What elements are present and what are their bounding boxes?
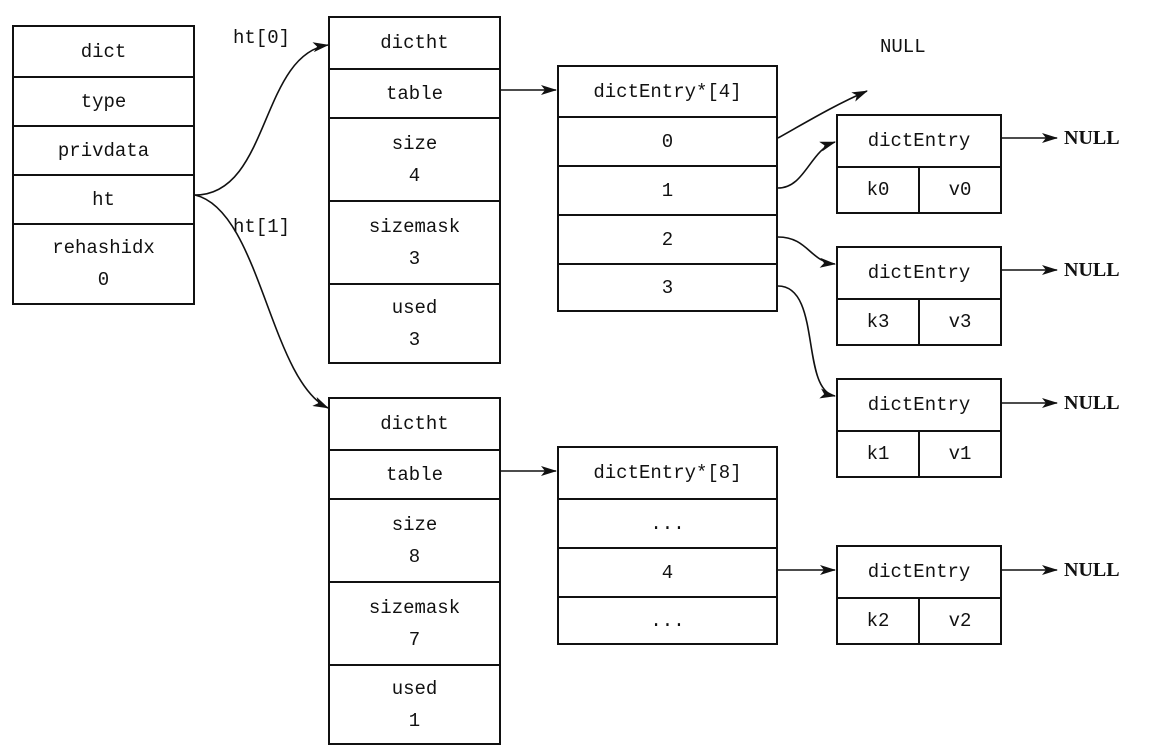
ht0-label: ht[0] (233, 27, 291, 49)
dict-entry-title: dictEntry (838, 380, 1000, 430)
rehashidx-label: rehashidx (52, 237, 155, 259)
dict-entry-title: dictEntry (838, 116, 1000, 166)
table-1-title-text: dictEntry*[8] (593, 462, 742, 484)
table-0-slot-text: 1 (661, 179, 674, 202)
dict-entry-kv: k1 v1 (838, 430, 1000, 476)
table-1: dictEntry*[8] ... 4 ... (557, 446, 778, 645)
dictht-1-size: size 8 (330, 498, 499, 581)
arrow-slot3-entry-k1 (777, 285, 836, 399)
table-1-title: dictEntry*[8] (559, 448, 776, 498)
dictht-1-sizemask-label: sizemask (368, 596, 461, 619)
null-label: NULL (880, 36, 926, 58)
dict-entry-title-text: dictEntry (867, 561, 971, 583)
table-1-slot-text: ... (650, 512, 685, 535)
dict-entry-title: dictEntry (838, 547, 1000, 597)
dict-entry: dictEntry k3 v3 (836, 246, 1002, 346)
rehashidx-value: 0 (97, 269, 110, 291)
table-1-slot-text: ... (650, 609, 685, 632)
dictht-0-used-label: used (391, 296, 438, 319)
table-0-title-text: dictEntry*[4] (593, 80, 742, 103)
table-1-slot-text: 4 (661, 561, 674, 584)
dictht-1-sizemask-value: 7 (408, 628, 421, 651)
dictht-0-title-text: dictht (380, 32, 449, 54)
table-0-slot-text: 2 (661, 228, 674, 251)
dict-entry-value: v2 (918, 599, 1000, 643)
dictht-0-sizemask: sizemask 3 (330, 200, 499, 283)
dict-entry-title-text: dictEntry (867, 262, 971, 284)
null-label: NULL (1064, 392, 1120, 414)
dictht-0-table: table (330, 68, 499, 117)
null-label: NULL (1064, 259, 1120, 281)
dict-entry-title-text: dictEntry (867, 394, 971, 416)
null-label: NULL (1064, 559, 1120, 581)
dictht-1-size-label: size (391, 513, 438, 536)
dictht-1-used-label: used (391, 677, 438, 700)
dictht-0-size-value: 4 (408, 164, 421, 187)
dictht-1-size-value: 8 (408, 545, 421, 568)
arrow-slot0-null (777, 90, 868, 139)
dict-ht-text: ht (92, 188, 115, 211)
table-0-slot: 2 (559, 214, 776, 263)
dict-privdata: privdata (14, 125, 193, 174)
dict-entry: dictEntry k0 v0 (836, 114, 1002, 214)
dict-struct: dict type privdata ht rehashidx 0 (12, 25, 195, 305)
dict-entry-key: k0 (866, 179, 890, 201)
table-0-slot: 3 (559, 263, 776, 310)
dict-title: dict (14, 27, 193, 76)
dictht-1-table: table (330, 449, 499, 498)
dict-entry-key: k1 (866, 443, 890, 465)
dictht-0-used: used 3 (330, 283, 499, 362)
table-0-slot-text: 3 (661, 276, 674, 299)
arrow-ht-to-ht1 (194, 194, 329, 409)
dictht-0: dictht table size 4 sizemask 3 used 3 (328, 16, 501, 364)
table-1-slot: ... (559, 596, 776, 643)
dictht-0-sizemask-value: 3 (408, 247, 421, 270)
dict-entry-kv: k0 v0 (838, 166, 1000, 212)
dict-entry: dictEntry k1 v1 (836, 378, 1002, 478)
dictht-0-table-text: table (385, 82, 443, 105)
dictht-0-used-value: 3 (408, 328, 421, 351)
dict-ht: ht (14, 174, 193, 223)
dict-type-text: type (80, 90, 127, 113)
dictht-1-title-text: dictht (380, 413, 449, 435)
dictht-1: dictht table size 8 sizemask 7 used 1 (328, 397, 501, 745)
dictht-0-size-label: size (391, 132, 438, 155)
table-1-slot: ... (559, 498, 776, 547)
arrow-ht-to-ht0 (194, 42, 329, 196)
ht1-label: ht[1] (233, 216, 291, 238)
dictht-1-title: dictht (330, 399, 499, 449)
dict-entry-title-text: dictEntry (867, 130, 971, 152)
dict-privdata-text: privdata (57, 139, 150, 162)
dict-rehashidx: rehashidx 0 (14, 223, 193, 303)
dict-type: type (14, 76, 193, 125)
dictht-1-used-value: 1 (408, 709, 421, 732)
dict-entry-value: v0 (918, 168, 1000, 212)
dictht-0-title: dictht (330, 18, 499, 68)
dict-title-text: dict (80, 40, 127, 63)
dictht-1-used: used 1 (330, 664, 499, 743)
table-1-slot: 4 (559, 547, 776, 596)
dict-entry-kv: k2 v2 (838, 597, 1000, 643)
dict-entry-title: dictEntry (838, 248, 1000, 298)
dict-entry-value: v1 (918, 432, 1000, 476)
dict-entry-kv: k3 v3 (838, 298, 1000, 344)
arrow-slot2-entry-k3 (777, 236, 836, 268)
dict-entry: dictEntry k2 v2 (836, 545, 1002, 645)
table-0-slot-text: 0 (661, 130, 674, 153)
dict-entry-key: k3 (866, 311, 890, 333)
dictht-1-sizemask: sizemask 7 (330, 581, 499, 664)
dictht-0-sizemask-label: sizemask (368, 215, 461, 238)
arrow-slot1-entry-k0 (777, 141, 836, 189)
dictht-1-table-text: table (385, 463, 443, 486)
dict-entry-key: k2 (866, 610, 890, 632)
table-0: dictEntry*[4] 0 1 2 3 (557, 65, 778, 312)
table-0-title: dictEntry*[4] (559, 67, 776, 116)
null-label: NULL (1064, 127, 1120, 149)
dict-entry-value: v3 (918, 300, 1000, 344)
table-0-slot: 0 (559, 116, 776, 165)
table-0-slot: 1 (559, 165, 776, 214)
dictht-0-size: size 4 (330, 117, 499, 200)
